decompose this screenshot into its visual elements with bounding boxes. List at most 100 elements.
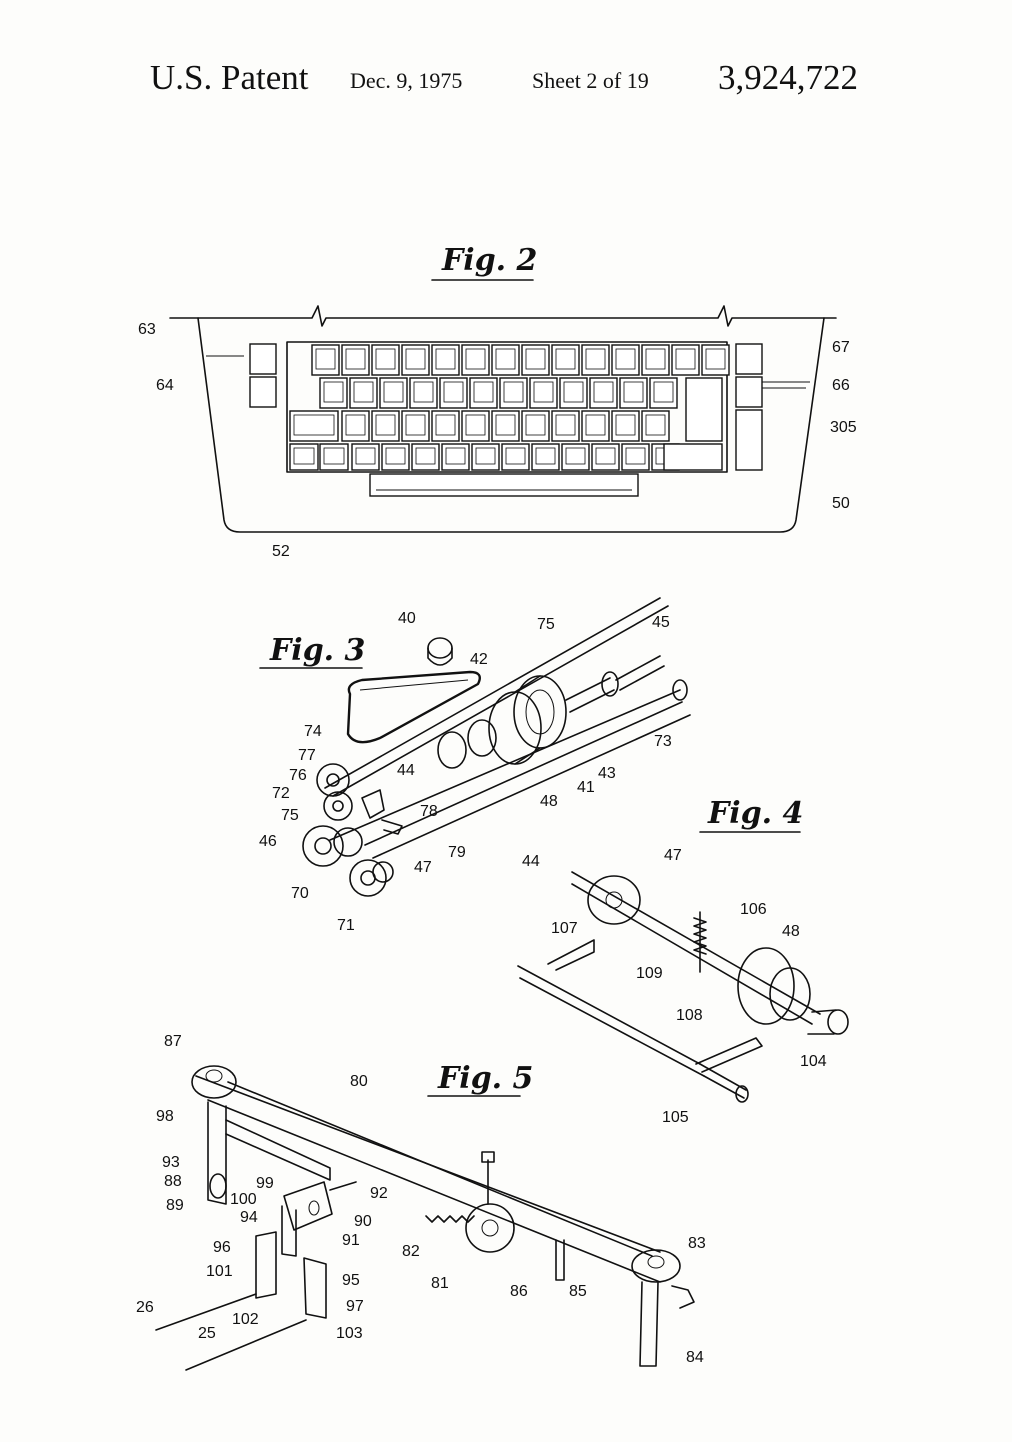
- fig3-title: Fig. 3: [269, 633, 365, 668]
- reference-numeral-fig5: 87: [164, 1033, 182, 1050]
- keyboard-key: [499, 377, 528, 409]
- reference-numeral-fig3: 41: [577, 779, 595, 796]
- reference-numeral-fig4: 44: [522, 853, 540, 870]
- reference-numeral-fig4: 104: [800, 1053, 827, 1070]
- keyboard-key: [461, 344, 490, 376]
- keyboard-key: [701, 344, 730, 376]
- fig3-drawing: Fig. 3: [259, 597, 691, 897]
- patent-number: 3,924,722: [718, 58, 858, 97]
- reference-numeral-fig2: 64: [156, 377, 174, 394]
- reference-numeral-fig5: 94: [240, 1209, 258, 1226]
- reference-numeral-fig5: 93: [162, 1154, 180, 1171]
- keyboard-key: [649, 377, 678, 409]
- reference-numeral-fig4: 108: [676, 1007, 703, 1024]
- reference-numeral-fig3: 75: [537, 616, 555, 633]
- reference-numeral-fig3: 78: [420, 803, 438, 820]
- reference-numeral-fig3: 74: [304, 723, 322, 740]
- reference-numeral-fig3: 76: [289, 767, 307, 784]
- key-field: [289, 344, 730, 471]
- reference-numeral-fig5: 80: [350, 1073, 368, 1090]
- patent-date: Dec. 9, 1975: [350, 68, 463, 93]
- reference-numeral-fig4: 107: [551, 920, 578, 937]
- keyboard-key: [619, 377, 648, 409]
- keyboard-key: [581, 410, 610, 442]
- reference-numeral-fig5: 25: [198, 1325, 216, 1342]
- reference-numeral-fig5: 86: [510, 1283, 528, 1300]
- keyboard-key: [371, 410, 400, 442]
- reference-numeral-fig5: 85: [569, 1283, 587, 1300]
- keyboard-key: [349, 377, 378, 409]
- keyboard-key: [529, 377, 558, 409]
- reference-numeral-fig3: 71: [337, 917, 355, 934]
- keyboard-key: [641, 410, 670, 442]
- keyboard-key: [319, 377, 348, 409]
- sheet-number: Sheet 2 of 19: [532, 68, 649, 93]
- keyboard-key: [371, 344, 400, 376]
- keyboard-key: [439, 377, 468, 409]
- fig2-drawing: Fig. 2: [169, 243, 837, 533]
- reference-numeral-fig5: 90: [354, 1213, 372, 1230]
- reference-numeral-fig2: 63: [138, 321, 156, 338]
- reference-numeral-fig5: 88: [164, 1173, 182, 1190]
- keyboard-key: [663, 443, 723, 471]
- reference-numeral-fig3: 75: [281, 807, 299, 824]
- fig4-drawing: Fig. 4: [517, 796, 849, 1103]
- reference-numeral-fig3: 40: [398, 610, 416, 627]
- fig2-title: Fig. 2: [441, 243, 537, 278]
- reference-numeral-fig2: 50: [832, 495, 850, 512]
- keyboard-key: [409, 377, 438, 409]
- fig5-title: Fig. 5: [437, 1061, 533, 1096]
- reference-numeral-fig3: 70: [291, 885, 309, 902]
- reference-numeral-fig2: 66: [832, 377, 850, 394]
- reference-numeral-fig5: 100: [230, 1191, 257, 1208]
- reference-numeral-fig4: 109: [636, 965, 663, 982]
- keyboard-key: [401, 410, 430, 442]
- keyboard-key: [671, 344, 700, 376]
- keyboard-key: [611, 344, 640, 376]
- keyboard-key: [461, 410, 490, 442]
- keyboard-key: [641, 344, 670, 376]
- fig5-drawing: Fig. 5: [155, 1061, 695, 1371]
- reference-numeral-fig5: 92: [370, 1185, 388, 1202]
- keyboard-key: [581, 344, 610, 376]
- keyboard-key: [289, 410, 339, 442]
- reference-numeral-fig5: 26: [136, 1299, 154, 1316]
- reference-numeral-fig3: 77: [298, 747, 316, 764]
- keyboard-key: [611, 410, 640, 442]
- reference-numeral-fig5: 81: [431, 1275, 449, 1292]
- keyboard-key: [491, 344, 520, 376]
- keyboard-key: [491, 410, 520, 442]
- keyboard-key: [431, 344, 460, 376]
- reference-numeral-fig3: 72: [272, 785, 290, 802]
- reference-numeral-fig5: 96: [213, 1239, 231, 1256]
- reference-numeral-fig5: 101: [206, 1263, 233, 1280]
- reference-numeral-fig4: 105: [662, 1109, 689, 1126]
- keyboard-key: [551, 410, 580, 442]
- reference-numeral-fig5: 84: [686, 1349, 704, 1366]
- reference-numeral-fig5: 97: [346, 1298, 364, 1315]
- reference-numeral-fig5: 89: [166, 1197, 184, 1214]
- reference-numeral-fig5: 82: [402, 1243, 420, 1260]
- reference-numeral-fig5: 98: [156, 1108, 174, 1125]
- reference-numeral-fig5: 102: [232, 1311, 259, 1328]
- keyboard-key: [521, 344, 550, 376]
- keyboard-key: [341, 344, 370, 376]
- keyboard-key: [431, 410, 460, 442]
- keyboard-key: [469, 377, 498, 409]
- reference-numeral-fig4: 48: [782, 923, 800, 940]
- reference-numeral-fig3: 42: [470, 651, 488, 668]
- keyboard-key: [341, 410, 370, 442]
- reference-numeral-fig5: 103: [336, 1325, 363, 1342]
- reference-numeral-fig3: 46: [259, 833, 277, 850]
- keyboard-key: [559, 377, 588, 409]
- reference-numeral-fig5: 99: [256, 1175, 274, 1192]
- reference-numeral-fig2: 67: [832, 339, 850, 356]
- reference-numeral-fig3: 79: [448, 844, 466, 861]
- reference-numeral-fig4: 47: [664, 847, 682, 864]
- fig4-title: Fig. 4: [707, 796, 803, 831]
- reference-numeral-fig3: 47: [414, 859, 432, 876]
- keyboard-key: [551, 344, 580, 376]
- keyboard-key: [401, 344, 430, 376]
